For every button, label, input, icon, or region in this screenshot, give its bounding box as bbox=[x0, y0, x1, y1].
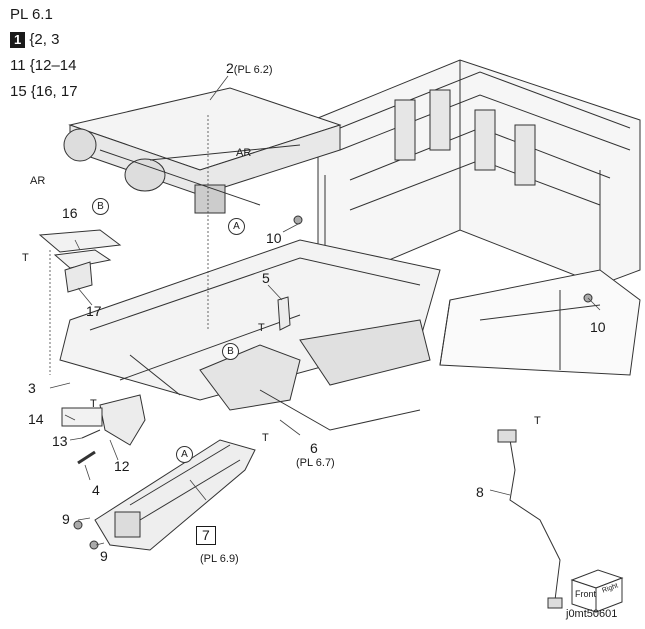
figure-id: j0mt50601 bbox=[566, 608, 618, 620]
callout-8: 8 bbox=[476, 484, 484, 500]
callout-10b: 10 bbox=[590, 319, 606, 335]
callout-7-ref: (PL 6.9) bbox=[200, 553, 239, 565]
marker-t-3: T bbox=[90, 398, 97, 410]
callout-12: 12 bbox=[114, 458, 130, 474]
plate-title: PL 6.1 bbox=[10, 6, 53, 23]
spring-13 bbox=[81, 429, 101, 439]
brace-icon: { bbox=[30, 83, 36, 100]
callout-14: 14 bbox=[28, 411, 44, 427]
orientation-front: Front bbox=[575, 589, 597, 599]
marker-t-1: T bbox=[22, 252, 29, 264]
callout-5: 5 bbox=[262, 270, 270, 286]
callout-16: 16 bbox=[62, 205, 78, 221]
belt-unit-assembly bbox=[63, 87, 342, 214]
marker-t-5: T bbox=[534, 415, 541, 427]
main-frame-assembly bbox=[317, 59, 641, 376]
callout-10a: 10 bbox=[266, 230, 282, 246]
harness-8 bbox=[497, 429, 563, 609]
callout-7-box: 7 bbox=[196, 526, 216, 545]
callout-4: 4 bbox=[92, 482, 100, 498]
brace-icon: { bbox=[29, 57, 35, 74]
marker-t-2: T bbox=[258, 322, 265, 334]
group-2-items: 12–14 bbox=[34, 57, 77, 74]
marker-ar-2: AR bbox=[30, 175, 46, 187]
marker-a-1: A bbox=[228, 218, 245, 235]
callout-9b: 9 bbox=[100, 548, 108, 564]
callout-2-ref: (PL 6.2) bbox=[233, 64, 273, 76]
rail-assembly bbox=[59, 239, 441, 431]
marker-b-2: B bbox=[222, 343, 239, 360]
group-2: 11 {12–14 bbox=[10, 57, 76, 74]
marker-b-1: B bbox=[92, 198, 109, 215]
marker-ar-1: AR bbox=[236, 147, 252, 159]
callout-2: 2(PL 6.2) bbox=[226, 60, 273, 76]
group-1-items: 2, 3 bbox=[34, 31, 60, 48]
bracket-17 bbox=[64, 261, 93, 293]
marker-a-2: A bbox=[176, 446, 193, 463]
group-3: 15 {16, 17 bbox=[10, 83, 78, 100]
callout-6-ref: (PL 6.7) bbox=[296, 457, 335, 469]
group-2-head: 11 bbox=[10, 57, 26, 74]
group-3-head: 15 bbox=[10, 83, 27, 100]
orientation-cube bbox=[570, 569, 624, 613]
screw-4 bbox=[77, 450, 96, 465]
callout-13: 13 bbox=[52, 433, 68, 449]
callout-17: 17 bbox=[86, 303, 102, 319]
callout-3: 3 bbox=[28, 380, 36, 396]
callout-7: 7 bbox=[196, 526, 216, 545]
label-14 bbox=[61, 407, 103, 427]
clamp-16 bbox=[38, 229, 122, 269]
callout-6: 6 bbox=[310, 440, 318, 456]
group-3-items: 16, 17 bbox=[35, 83, 78, 100]
brace-icon: { bbox=[29, 31, 35, 48]
bracket-12 bbox=[99, 394, 146, 446]
lower-tray-assembly bbox=[94, 439, 256, 551]
group-1: 1 {2, 3 bbox=[10, 31, 59, 48]
marker-t-4: T bbox=[262, 432, 269, 444]
group-1-head: 1 bbox=[10, 32, 26, 48]
bracket-5 bbox=[277, 296, 291, 331]
callout-2-num: 2 bbox=[226, 60, 234, 76]
callout-9a: 9 bbox=[62, 511, 70, 527]
